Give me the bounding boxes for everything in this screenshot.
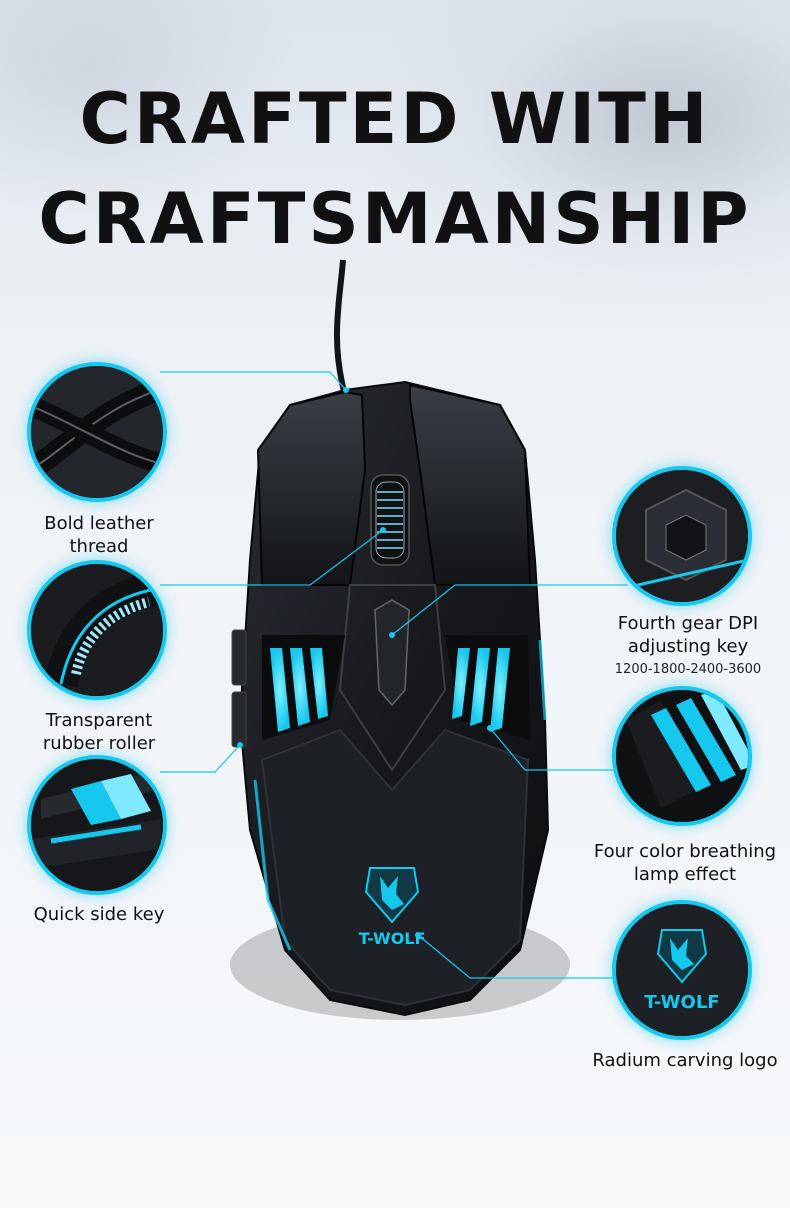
feature-label-logo: Radium carving logo [592, 1050, 778, 1071]
right-light-vents [445, 635, 530, 740]
dpi-values: 1200-1800-2400-3600 [614, 662, 762, 677]
dpi-button [374, 599, 410, 707]
side-key-closeup-icon [31, 759, 163, 891]
feature-label-sidekey: Quick side key [33, 904, 165, 925]
feature-bubble-logo: T-WOLF [612, 900, 752, 1040]
logo-text: T-WOLF [359, 929, 426, 948]
feature-bubble-cable [27, 362, 167, 502]
background-haze [0, 0, 300, 220]
feature-bubble-sidekey [27, 755, 167, 895]
dpi-button-closeup-icon [616, 470, 748, 602]
headline-line-1: CRAFTED WITH [79, 78, 711, 160]
side-button-forward [231, 629, 247, 686]
feature-bubble-scroll [27, 560, 167, 700]
mouse-cable [333, 259, 348, 396]
feature-bubble-dpi [612, 466, 752, 606]
background-soldier-art [370, 0, 790, 300]
light-vents-closeup-icon [616, 690, 748, 822]
headline-line-2: CRAFTSMANSHIP [38, 178, 752, 260]
side-button-back [231, 691, 247, 748]
wolf-logo [364, 867, 420, 924]
scroll-wheel-closeup-icon [31, 564, 163, 696]
left-light-vents [262, 635, 345, 740]
scroll-wheel [370, 474, 410, 566]
callout-lines [160, 371, 628, 979]
left-click-button [256, 390, 367, 586]
cable-closeup-icon [31, 366, 163, 498]
wolf-logo-closeup-icon: T-WOLF [616, 904, 748, 1036]
feature-bubble-lamp [612, 686, 752, 826]
logo-closeup-text: T-WOLF [644, 992, 719, 1013]
